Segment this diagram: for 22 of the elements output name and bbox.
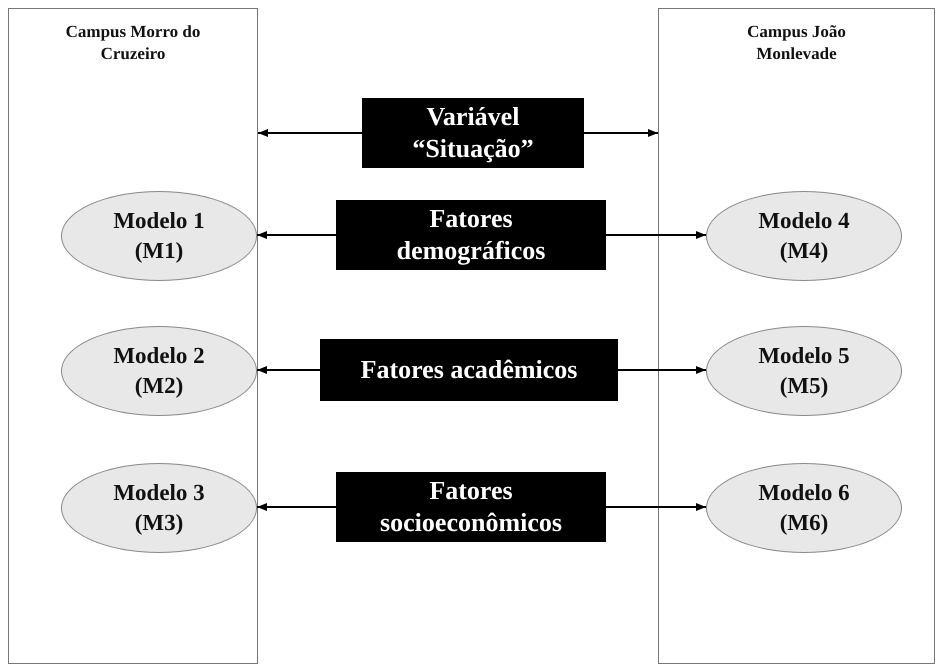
model-ellipse: Modelo 5 (M5) [706,326,902,416]
arrow [584,129,658,137]
factor-box: Fatores socioeconômicos [336,472,606,542]
campus-title: Campus João Monlevade [746,21,847,65]
campus-panel [8,8,258,664]
model-ellipse: Modelo 4 (M4) [706,191,902,281]
factor-box: Variável “Situação” [362,98,584,168]
factor-box: Fatores demográficos [336,200,606,270]
model-ellipse: Modelo 2 (M2) [61,326,257,416]
campus-panel [658,8,935,664]
model-ellipse: Modelo 1 (M1) [61,191,257,281]
factor-box: Fatores acadêmicos [320,339,618,401]
arrow [258,129,362,137]
model-ellipse: Modelo 6 (M6) [706,463,902,553]
arrow [257,366,320,374]
arrow [606,503,706,511]
model-ellipse: Modelo 3 (M3) [61,463,257,553]
arrow [606,231,706,239]
campus-title: Campus Morro do Cruzeiro [64,21,202,65]
arrow [618,366,706,374]
arrow [257,231,336,239]
arrow [257,503,336,511]
